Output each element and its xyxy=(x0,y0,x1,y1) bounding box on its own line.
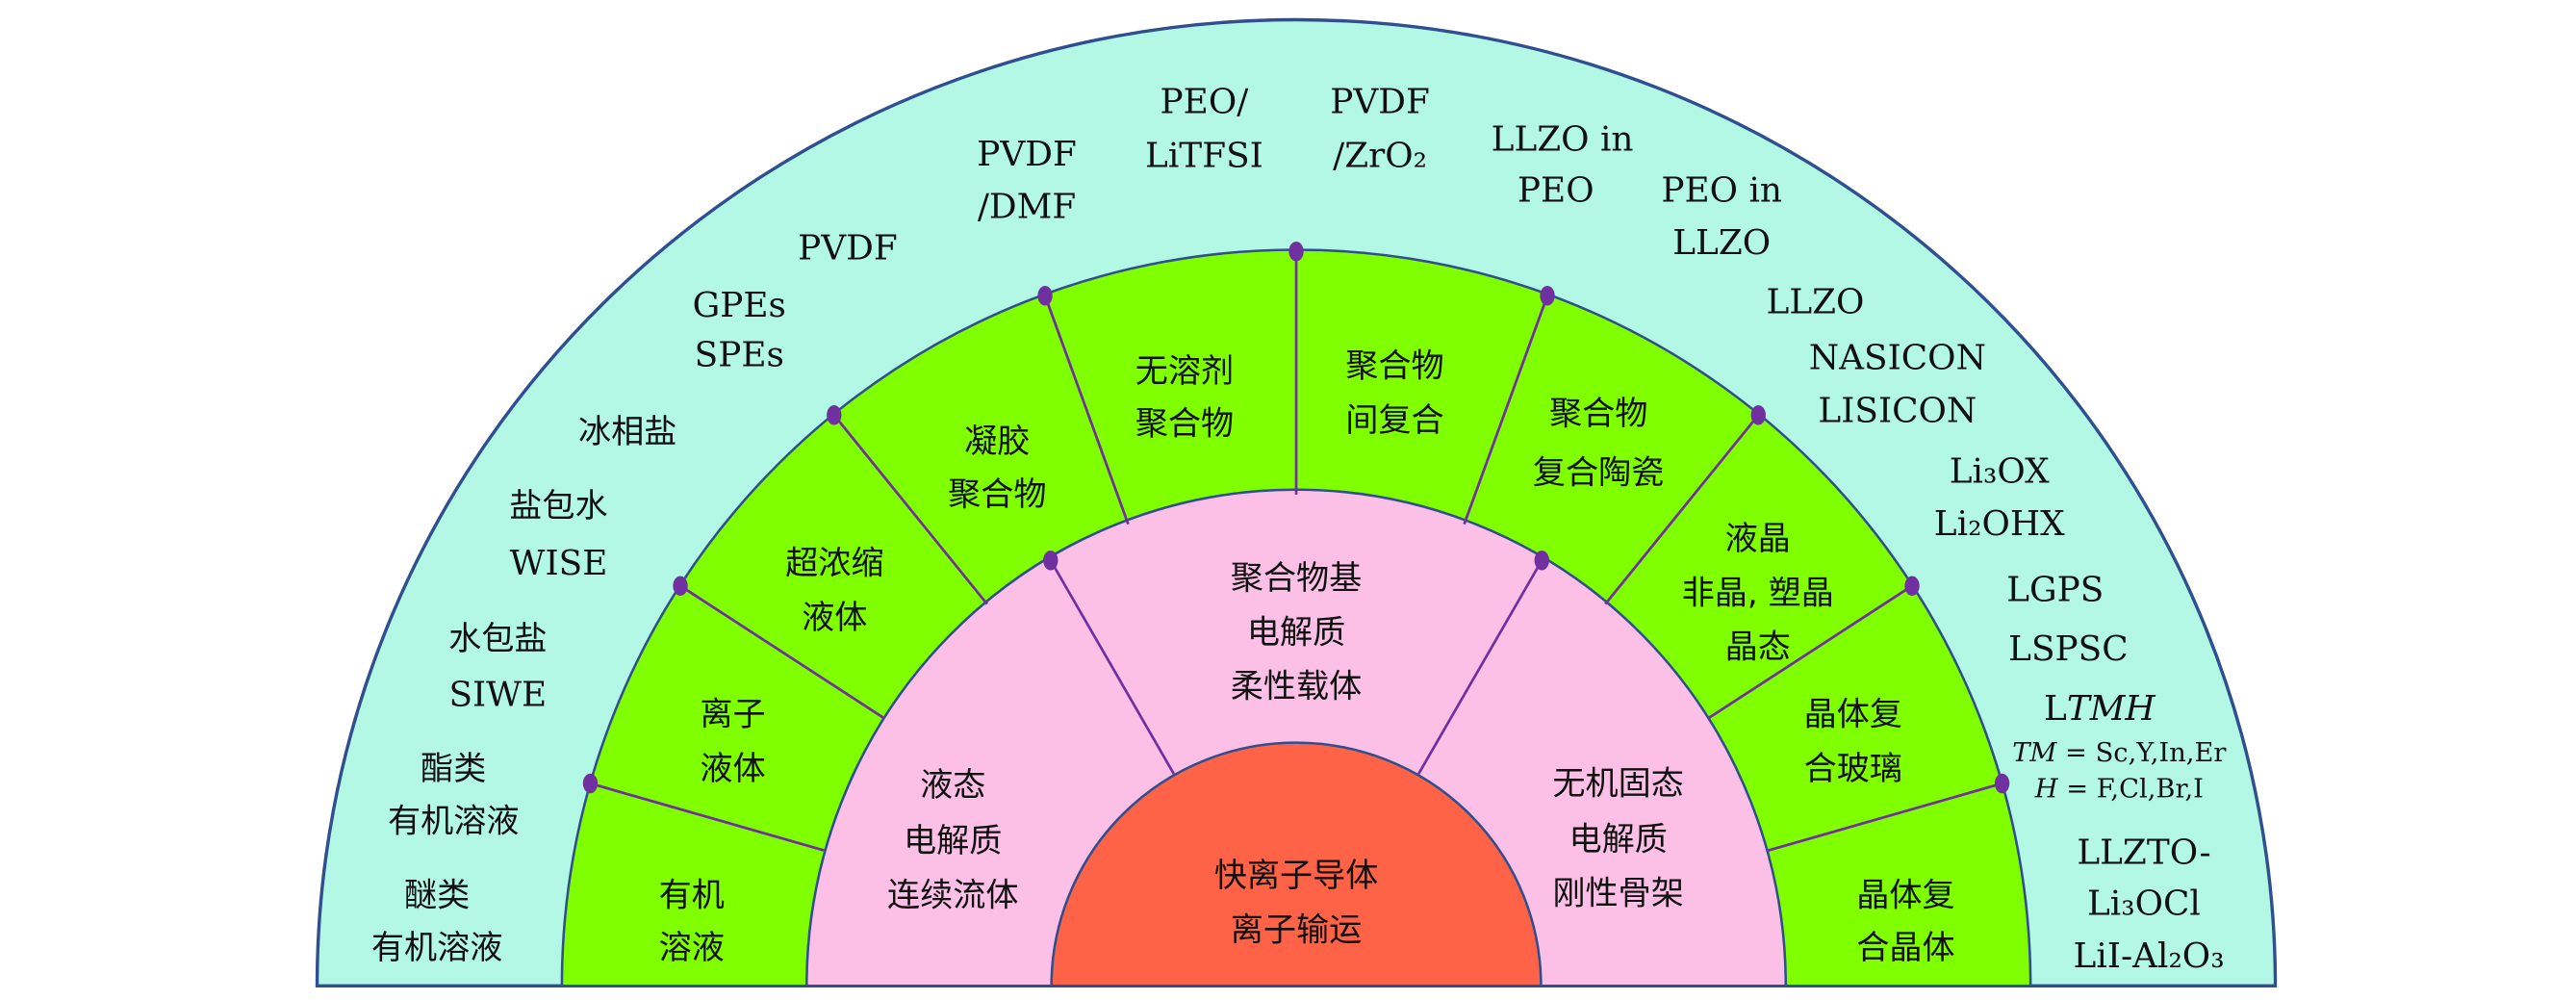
llzo-label: LLZO xyxy=(1767,283,1865,322)
peo-in-llzo-label: LLZO xyxy=(1672,223,1771,263)
composite-label: LiI-Al₂O₃ xyxy=(2074,936,2225,976)
antiperovskite-label: Li₂OHX xyxy=(1934,504,2065,544)
peo-in-llzo-label: PEO in xyxy=(1661,171,1782,211)
crystal-crystal-composite-label: 晶体复 xyxy=(1856,876,1954,914)
polymer-ceramic-label: 复合陶瓷 xyxy=(1533,454,1665,493)
peo-litfsi-label: PEO/ xyxy=(1160,82,1250,121)
h-values: = F,Cl,Br,I xyxy=(2058,774,2204,804)
crystal-crystal-composite-label: 合晶体 xyxy=(1856,929,1954,967)
core-label: 离子输运 xyxy=(1231,910,1363,949)
middle-ring-divider xyxy=(1707,584,1913,720)
middle-ring-divider xyxy=(1463,295,1549,526)
inner-ring-divider xyxy=(1417,559,1543,775)
divider-dot xyxy=(1540,285,1555,306)
inner-ring xyxy=(805,488,1788,987)
siwe-label: SIWE xyxy=(448,676,547,715)
wise-label: 盐包水 xyxy=(509,487,607,526)
ltmh-italic: TMH xyxy=(2067,688,2156,728)
composite-label: Li₃OCl xyxy=(2087,884,2201,923)
superconcentrated-liquid-label: 超浓缩 xyxy=(785,545,883,583)
polymer-electrolyte-label: 柔性载体 xyxy=(1231,668,1363,706)
h-var: H xyxy=(2034,774,2059,804)
polymer-electrolyte-label: 聚合物基 xyxy=(1231,559,1363,598)
llzo-in-peo-label: PEO xyxy=(1518,171,1594,211)
pvdf-zro2-label: PVDF xyxy=(1330,82,1430,121)
superconcentrated-liquid-label: 液体 xyxy=(802,599,867,637)
divider-dot xyxy=(1994,773,2010,794)
middle-ring-divider xyxy=(590,782,825,852)
divider-dot xyxy=(582,773,599,794)
ether-label: 有机溶液 xyxy=(371,929,503,967)
tm-var: TM xyxy=(2012,737,2057,767)
gpe-label: SPEs xyxy=(695,335,784,374)
pvdf-dmf-label: PVDF xyxy=(977,135,1077,174)
liquid-electrolyte-label: 液态 xyxy=(920,766,985,805)
sulfide-label: LSPSC xyxy=(2008,629,2128,669)
divider-dot xyxy=(1534,551,1549,571)
crystal-glass-composite-label: 合玻璃 xyxy=(1804,750,1902,788)
composite-label: LLZTO- xyxy=(2077,833,2210,873)
divider-dot xyxy=(827,405,842,425)
ltmh-tm-definition: TM = Sc,Y,In,Er xyxy=(2012,737,2227,767)
middle-ring-divider xyxy=(1768,782,2002,852)
liquid-electrolyte-label: 连续流体 xyxy=(887,876,1019,914)
organic-solution-label: 溶液 xyxy=(659,929,725,967)
ester-label: 酯类 xyxy=(421,750,486,788)
pvdf-label: PVDF xyxy=(798,228,898,268)
ether-label: 醚类 xyxy=(404,876,470,914)
ice-salt-label: 冰相盐 xyxy=(578,413,676,451)
divider-dot xyxy=(1037,285,1053,306)
inner-ring-divider xyxy=(1049,559,1176,775)
siwe-label: 水包盐 xyxy=(448,620,547,658)
dividers xyxy=(582,241,2010,852)
organic-solution-label: 有机 xyxy=(659,876,725,914)
peo-litfsi-label: LiTFSI xyxy=(1145,137,1263,176)
solvent-free-polymer-label: 无溶剂 xyxy=(1135,352,1234,391)
ltmh-prefix: L xyxy=(2044,688,2067,728)
inorganic-electrolyte-label: 无机固态 xyxy=(1552,764,1684,803)
ionic-liquid-label: 液体 xyxy=(700,750,765,788)
divider-dot xyxy=(1750,405,1766,425)
divider-dot xyxy=(1043,551,1058,571)
interpolymer-composite-label: 聚合物 xyxy=(1345,347,1443,386)
divider-dot xyxy=(1904,576,1920,596)
pvdf-dmf-label: /DMF xyxy=(978,188,1076,227)
ester-label: 有机溶液 xyxy=(388,803,520,841)
inorganic-electrolyte-label: 电解质 xyxy=(1569,820,1667,859)
middle-ring-divider xyxy=(679,584,885,720)
interpolymer-composite-label: 间复合 xyxy=(1345,401,1443,440)
crystal-states-label: 液晶 xyxy=(1725,520,1791,558)
crystal-states-label: 晶态 xyxy=(1725,628,1791,667)
liquid-electrolyte-label: 电解质 xyxy=(904,822,1002,860)
middle-ring-divider xyxy=(832,414,988,605)
crystal-glass-composite-label: 晶体复 xyxy=(1804,696,1902,734)
polymer-ceramic-label: 聚合物 xyxy=(1549,395,1647,433)
gpe-label: GPEs xyxy=(693,286,786,325)
polymer-electrolyte-label: 电解质 xyxy=(1247,613,1345,652)
ltmh-label: LTMH xyxy=(2044,688,2155,728)
inorganic-electrolyte-label: 刚性骨架 xyxy=(1552,875,1684,913)
antiperovskite-label: Li₃OX xyxy=(1950,451,2050,491)
solvent-free-polymer-label: 聚合物 xyxy=(1135,404,1234,443)
gel-polymer-label: 凝胶 xyxy=(964,423,1030,461)
llzo-in-peo-label: LLZO in xyxy=(1492,120,1634,160)
ionic-liquid-label: 离子 xyxy=(700,696,765,734)
middle-ring-divider xyxy=(1604,414,1760,605)
nasicon-label: LISICON xyxy=(1818,391,1977,430)
middle-ring-divider xyxy=(1043,295,1130,526)
nasicon-label: NASICON xyxy=(1809,339,1986,378)
core-semicircle xyxy=(1050,741,1543,987)
crystal-states-label: 非晶, 塑晶 xyxy=(1682,574,1834,612)
ltmh-h-definition: H = F,Cl,Br,I xyxy=(2034,774,2204,804)
gel-polymer-label: 聚合物 xyxy=(948,475,1046,514)
divider-dot xyxy=(673,576,688,596)
pvdf-zro2-label: /ZrO₂ xyxy=(1333,137,1427,176)
sulfide-label: LGPS xyxy=(2006,570,2104,609)
core-label: 快离子导体 xyxy=(1214,857,1379,895)
tm-values: = Sc,Y,In,Er xyxy=(2056,737,2227,767)
wise-label: WISE xyxy=(510,544,608,583)
divider-dot xyxy=(1288,241,1304,262)
